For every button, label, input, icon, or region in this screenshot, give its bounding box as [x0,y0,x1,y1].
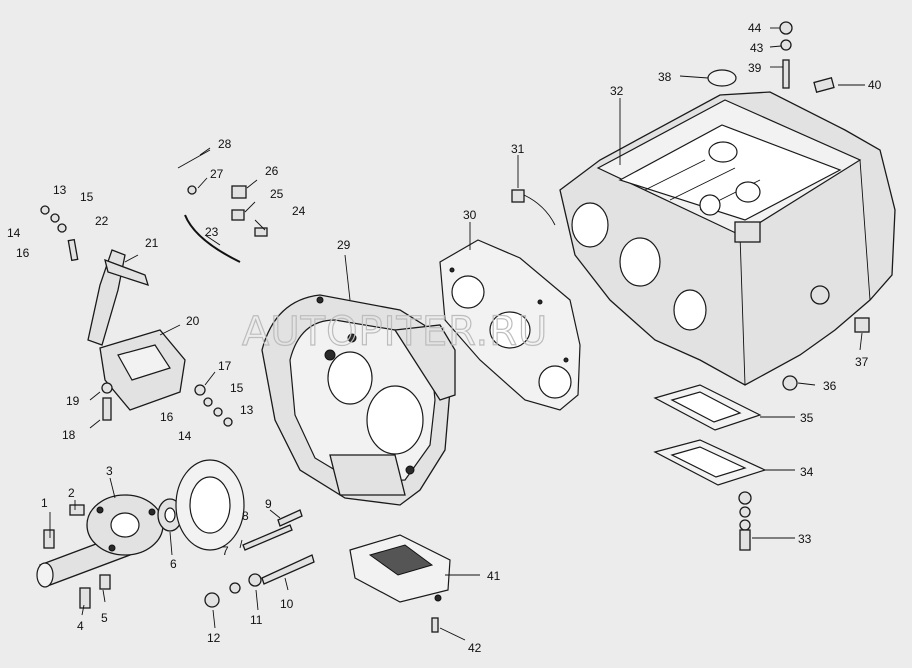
callout-24: 24 [292,204,306,218]
callout-17: 17 [218,359,232,373]
callout-15-upper: 15 [80,190,94,204]
callout-39: 39 [748,61,762,75]
callout-25: 25 [270,187,284,201]
callout-5: 5 [101,611,108,625]
callout-14-lower: 14 [178,429,192,443]
clutch-housing [261,294,456,506]
callout-14-upper: 14 [7,226,21,240]
callout-4: 4 [77,619,84,633]
callout-13-lower: 13 [240,403,254,417]
callout-9: 9 [265,497,272,511]
callout-43: 43 [750,41,764,55]
callout-23: 23 [205,225,219,239]
gearbox-housing [559,91,896,386]
watermark-text: AUTOPITER.RU [242,309,548,355]
callout-30: 30 [463,208,477,222]
callout-41: 41 [487,569,501,583]
cover-34 [653,439,767,486]
callout-16-lower: 16 [160,410,174,424]
callout-6: 6 [170,557,177,571]
leader-lines [49,27,865,641]
inspection-cover [349,534,451,603]
callout-38: 38 [658,70,672,84]
callout-35: 35 [800,411,814,425]
callout-21: 21 [145,236,159,250]
callout-26: 26 [265,164,279,178]
shift-bracket [99,329,186,411]
callout-28: 28 [218,137,232,151]
callout-10: 10 [280,597,294,611]
callout-1: 1 [41,496,48,510]
callout-labels: 1 2 3 4 5 6 7 8 9 10 11 12 13 14 15 16 1… [7,21,882,655]
callout-37: 37 [855,355,869,369]
callout-27: 27 [210,167,224,181]
callout-16-upper: 16 [16,246,30,260]
callout-8: 8 [242,509,249,523]
callout-42: 42 [468,641,482,655]
callout-7: 7 [222,544,229,558]
callout-19: 19 [66,394,80,408]
shift-lever [67,238,149,346]
callout-20: 20 [186,314,200,328]
cover-35 [653,384,762,431]
callout-31: 31 [511,142,525,156]
callout-33: 33 [798,532,812,546]
callout-3: 3 [106,464,113,478]
callout-40: 40 [868,78,882,92]
callout-34: 34 [800,465,814,479]
callout-15-lower: 15 [230,381,244,395]
callout-22: 22 [95,214,109,228]
callout-36: 36 [823,379,837,393]
gasket [439,239,581,411]
small-parts [40,21,870,633]
callout-2: 2 [68,486,75,500]
callout-12: 12 [207,631,221,645]
callout-11: 11 [250,613,263,627]
bearing-cover [36,494,164,588]
callout-29: 29 [337,238,351,252]
callout-32: 32 [610,84,624,98]
callout-13-upper: 13 [53,183,67,197]
callout-44: 44 [748,21,762,35]
callout-18: 18 [62,428,76,442]
bearing-cover-gasket [175,459,245,551]
